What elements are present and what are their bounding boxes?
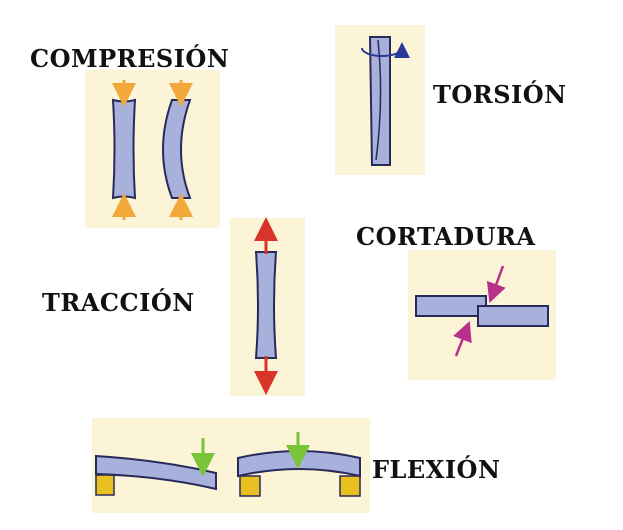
cortadura-left-block	[415, 295, 487, 317]
compresion-figure	[85, 70, 220, 228]
cortadura-figure	[408, 250, 556, 380]
traccion-figure	[230, 217, 305, 396]
flexion-support-left	[95, 474, 115, 496]
flexion-figure	[92, 418, 370, 513]
label-compresion: COMPRESIÓN	[30, 44, 230, 73]
traccion-bar	[254, 251, 278, 359]
compresion-panel	[85, 70, 220, 228]
torsion-figure	[335, 25, 425, 175]
label-traccion: TRACCIÓN	[42, 288, 195, 317]
cortadura-arrow-top	[486, 265, 506, 304]
flexion-support-mid	[239, 475, 261, 497]
label-torsion: TORSIÓN	[433, 80, 567, 109]
flexion-beam-cantilever	[95, 454, 217, 491]
compresion-bar-straight	[111, 98, 137, 200]
torsion-twist-line	[375, 39, 382, 161]
cortadura-arrow-bottom	[453, 321, 472, 357]
label-flexion: FLEXIÓN	[372, 455, 501, 484]
label-cortadura: CORTADURA	[356, 222, 536, 251]
flexion-support-right	[339, 475, 361, 497]
torsion-arrow	[361, 42, 410, 59]
cortadura-right-block	[477, 305, 549, 327]
